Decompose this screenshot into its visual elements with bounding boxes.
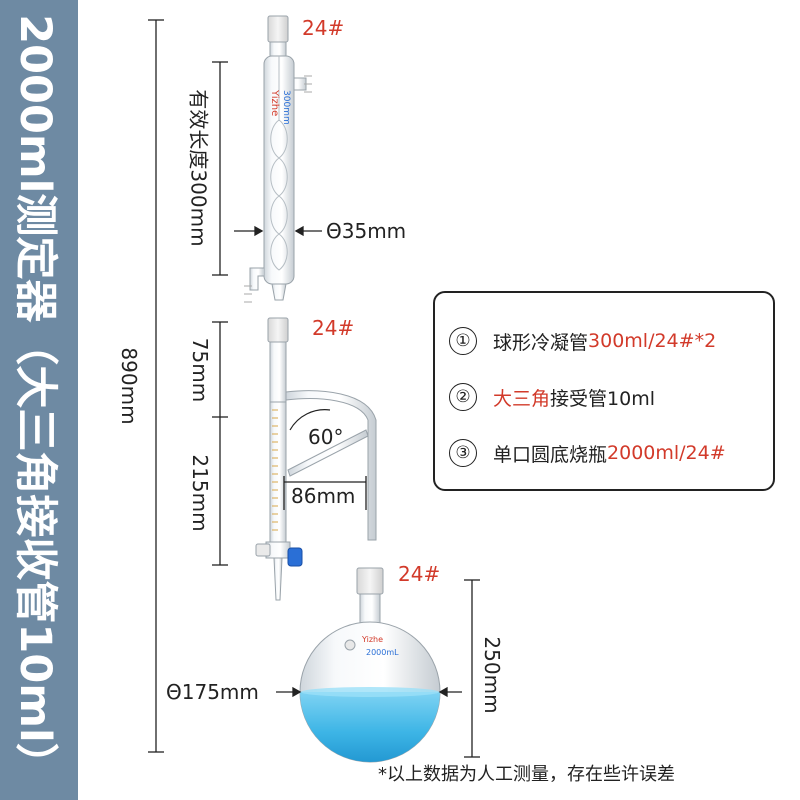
condenser-volume-mark: 300mm	[281, 90, 291, 125]
legend-item-condenser: ① 球形冷凝管 300ml/24#*2	[449, 327, 716, 355]
arm-width-label: 86mm	[291, 484, 356, 508]
arm-width-dimension	[283, 476, 367, 510]
receiver-tube	[255, 317, 377, 601]
legend-number: ②	[449, 383, 477, 411]
condenser-length-label: 有效长度300mm	[186, 89, 211, 247]
round-bottom-flask	[299, 567, 441, 763]
total-height-label: 890mm	[117, 347, 141, 425]
flask-brand-mark: Yizhe	[361, 635, 383, 644]
receiver-dimension	[212, 321, 228, 566]
measurement-note: *以上数据为人工测量，存在些许误差	[378, 764, 675, 785]
ball-condenser	[244, 15, 312, 303]
top-joint-label: 24#	[302, 16, 345, 40]
flask-volume-mark: 2000mL	[366, 648, 399, 657]
component-legend: ① 球形冷凝管 300ml/24#*2 ② 大三角 接受管10ml ③ 单口圆底…	[433, 291, 775, 491]
receiver-graduations	[272, 409, 278, 531]
legend-number: ③	[449, 439, 477, 467]
total-height-dimension	[148, 19, 164, 753]
condenser-diameter-label: Θ35mm	[326, 219, 407, 243]
flask-height-dimension	[464, 579, 480, 758]
receiver-bottom-label: 215mm	[188, 454, 212, 532]
legend-highlight: 300ml/24#*2	[588, 330, 717, 352]
middle-joint-label: 24#	[312, 316, 355, 340]
legend-text: 球形冷凝管	[493, 331, 589, 354]
flask-diameter-arrows	[276, 686, 462, 698]
legend-item-flask: ③ 单口圆底烧瓶 2000ml/24#	[449, 439, 726, 467]
legend-highlight: 大三角	[493, 387, 551, 410]
flask-height-label: 250mm	[480, 636, 504, 714]
legend-highlight: 2000ml/24#	[607, 442, 726, 464]
flask-joint-label: 24#	[398, 562, 441, 586]
angle-label: 60°	[308, 425, 344, 449]
receiver-top-label: 75mm	[188, 337, 212, 403]
legend-rest: 接受管10ml	[550, 387, 655, 410]
legend-number: ①	[449, 327, 477, 355]
flask-diameter-label: Θ175mm	[166, 680, 259, 704]
condenser-diameter-arrows	[234, 225, 322, 237]
legend-text: 单口圆底烧瓶	[493, 443, 608, 466]
condenser-length-dimension	[212, 61, 228, 276]
legend-item-receiver: ② 大三角 接受管10ml	[449, 383, 655, 411]
angle-arc	[289, 409, 331, 431]
side-banner	[0, 0, 78, 800]
condenser-brand-mark: Yizhe	[269, 89, 280, 116]
